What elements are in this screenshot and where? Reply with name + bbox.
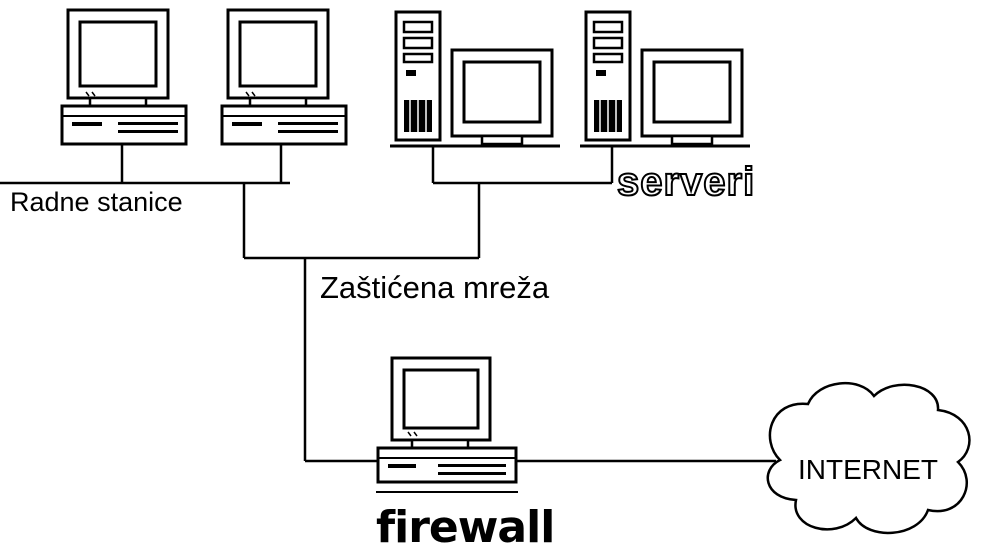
network-lines: [0, 144, 776, 463]
internet-cloud-icon: [766, 382, 971, 535]
server-icon: [578, 10, 752, 148]
workstation-icon: [60, 8, 188, 146]
workstation-icon: [220, 8, 348, 146]
workstations-label: Radne stanice: [10, 187, 183, 217]
firewall-label: firewall: [376, 502, 555, 553]
servers-label: serveri: [616, 159, 756, 205]
internet-label: INTERNET: [798, 454, 938, 485]
firewall-computer-icon: [376, 356, 518, 484]
protected-network-label: Zaštićena mreža: [320, 270, 550, 305]
server-icon: [388, 10, 562, 148]
